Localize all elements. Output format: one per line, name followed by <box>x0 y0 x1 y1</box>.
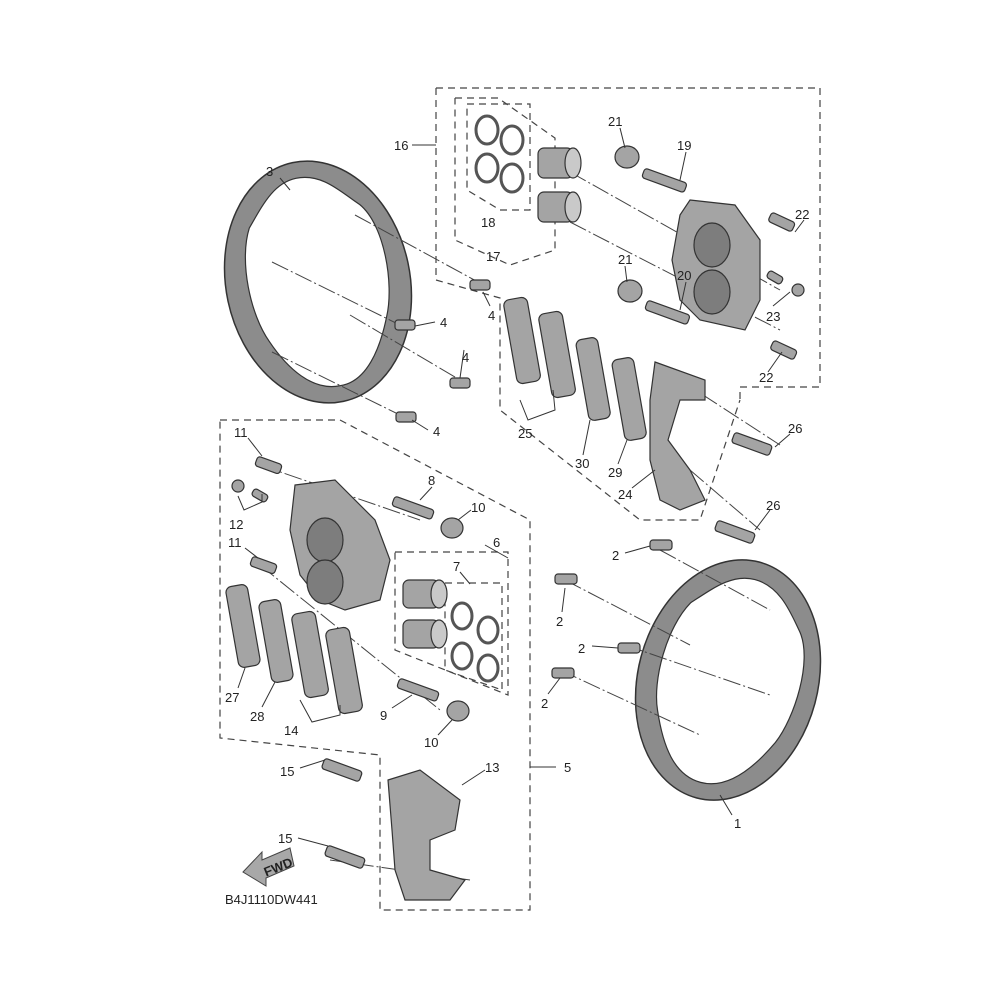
callout-29: 29 <box>608 465 622 480</box>
axis-line <box>354 214 479 283</box>
callout-2: 2 <box>541 696 548 711</box>
bolts-22 <box>768 212 798 360</box>
callout-22: 22 <box>759 370 773 385</box>
brake-disc-3 <box>223 160 413 404</box>
boots-10 <box>440 517 470 722</box>
group-box-16 <box>436 87 821 400</box>
axis-line <box>689 469 761 531</box>
callout-2: 2 <box>612 548 619 563</box>
callout-7: 7 <box>453 559 460 574</box>
callout-21: 21 <box>618 252 632 267</box>
callout-15: 15 <box>278 831 292 846</box>
callout-10: 10 <box>424 735 438 750</box>
callout-12: 12 <box>229 517 243 532</box>
group-box-16-left <box>435 88 741 521</box>
bolts-4 <box>394 279 491 423</box>
callout-2: 2 <box>578 641 585 656</box>
seals-18 <box>474 114 525 194</box>
axis-line <box>679 379 781 446</box>
callout-26: 26 <box>788 421 802 436</box>
callout-16: 16 <box>394 138 408 153</box>
axis-line <box>569 171 781 291</box>
callout-9: 9 <box>380 708 387 723</box>
forward-arrow-icon: FWD <box>242 847 295 887</box>
callout-11: 11 <box>234 425 248 440</box>
callout-14: 14 <box>284 723 298 738</box>
callout-24: 24 <box>618 487 632 502</box>
callout-27: 27 <box>225 690 239 705</box>
bleeders-12 <box>231 479 269 503</box>
callout-18: 18 <box>481 215 495 230</box>
callout-4: 4 <box>488 308 495 323</box>
callout-4: 4 <box>462 350 469 365</box>
callout-15: 15 <box>280 764 294 779</box>
group-box-6 <box>394 551 509 696</box>
callout-10: 10 <box>471 500 485 515</box>
piston-upper <box>537 147 582 223</box>
callout-2: 2 <box>556 614 563 629</box>
callout-26: 26 <box>766 498 780 513</box>
callout-22: 22 <box>795 207 809 222</box>
bracket-13 <box>387 769 467 901</box>
axis-line <box>271 351 401 416</box>
callout-6: 6 <box>493 535 500 550</box>
axis-line <box>659 549 771 611</box>
callout-4: 4 <box>440 315 447 330</box>
bolts-2 <box>551 539 673 679</box>
group-box-17 <box>454 97 556 266</box>
bracket-24 <box>649 361 706 511</box>
bolts-11 <box>249 456 283 575</box>
group-box-18 <box>466 103 531 211</box>
pads-upper <box>503 296 647 441</box>
callout-11: 11 <box>228 535 242 550</box>
callout-21: 21 <box>608 114 622 129</box>
leader-lines <box>237 127 805 847</box>
piston-lower <box>402 579 448 649</box>
bleeders-23 <box>766 270 805 297</box>
pins-19-20 <box>641 168 691 325</box>
callout-30: 30 <box>575 456 589 471</box>
callout-19: 19 <box>677 138 691 153</box>
bolts-15 <box>321 758 366 869</box>
axis-line <box>271 261 401 326</box>
callout-5: 5 <box>564 760 571 775</box>
callout-23: 23 <box>766 309 780 324</box>
group-box-5 <box>219 419 531 911</box>
pins-8-9 <box>391 496 440 702</box>
caliper-upper <box>671 199 761 331</box>
caliper-lower <box>289 479 391 611</box>
boots-21 <box>614 145 643 303</box>
callout-17: 17 <box>486 249 500 264</box>
callout-13: 13 <box>485 760 499 775</box>
pads-lower <box>225 584 363 715</box>
bolts-26 <box>714 432 773 544</box>
callout-4: 4 <box>433 424 440 439</box>
callout-28: 28 <box>250 709 264 724</box>
axis-line <box>349 314 461 381</box>
callout-20: 20 <box>677 268 691 283</box>
callout-8: 8 <box>428 473 435 488</box>
callout-3: 3 <box>266 164 273 179</box>
seals-7 <box>450 601 500 683</box>
callout-1: 1 <box>734 816 741 831</box>
callout-25: 25 <box>518 426 532 441</box>
diagram-code: B4J1110DW441 <box>225 892 318 907</box>
axis-line <box>564 579 691 646</box>
